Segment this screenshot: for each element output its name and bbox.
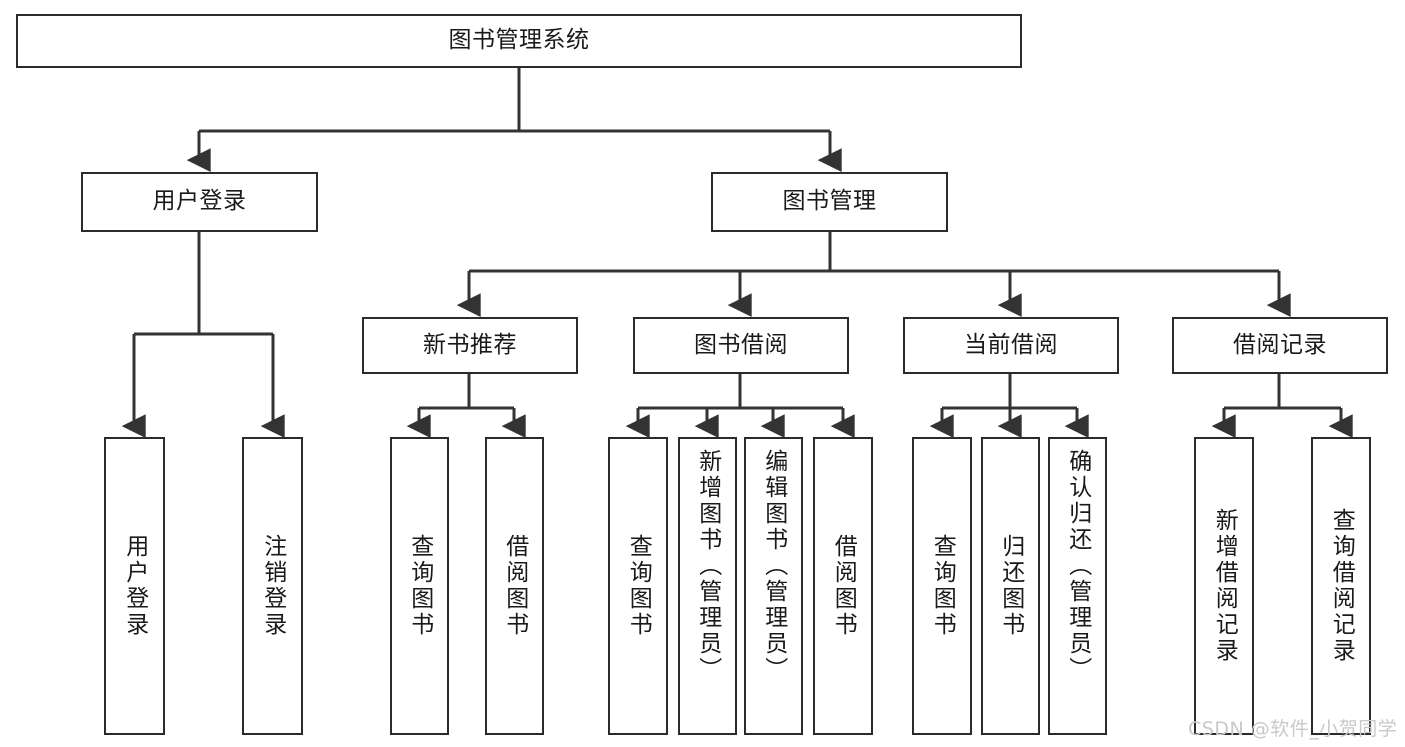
node-label: 图书借阅 — [694, 331, 788, 358]
node-book-management[interactable]: 图书管理 — [711, 172, 948, 232]
leaf-confirm-return-admin[interactable]: 确认归还（管理员） — [1048, 437, 1107, 735]
node-book-borrow[interactable]: 图书借阅 — [633, 317, 849, 374]
node-label: 查询图书 — [625, 534, 652, 638]
leaf-edit-book-admin[interactable]: 编辑图书（管理员） — [744, 437, 803, 735]
node-root-book-management-system[interactable]: 图书管理系统 — [16, 14, 1022, 68]
leaf-query-book-new-recommend[interactable]: 查询图书 — [390, 437, 449, 735]
node-label: 借阅图书 — [830, 534, 857, 638]
leaf-query-book-current[interactable]: 查询图书 — [912, 437, 972, 735]
node-label: 图书管理系统 — [448, 27, 590, 54]
node-new-book-recommend[interactable]: 新书推荐 — [362, 317, 578, 374]
node-label: 用户登录 — [121, 534, 148, 638]
node-label: 借阅记录 — [1233, 331, 1327, 358]
node-label: 注销登录 — [259, 534, 286, 638]
node-label: 借阅图书 — [501, 534, 528, 638]
node-label: 归还图书 — [997, 534, 1024, 638]
node-label: 查询图书 — [929, 534, 956, 638]
node-label: 图书管理 — [782, 188, 877, 215]
leaf-return-book[interactable]: 归还图书 — [981, 437, 1040, 735]
leaf-borrow-book-new-recommend[interactable]: 借阅图书 — [485, 437, 544, 735]
leaf-query-borrow-record[interactable]: 查询借阅记录 — [1311, 437, 1371, 735]
node-label: 确认归还（管理员） — [1064, 449, 1091, 683]
leaf-user-logout[interactable]: 注销登录 — [242, 437, 303, 735]
node-label: 用户登录 — [152, 188, 247, 215]
node-label: 新书推荐 — [423, 331, 517, 358]
leaf-borrow-book-borrow[interactable]: 借阅图书 — [813, 437, 873, 735]
leaf-add-borrow-record[interactable]: 新增借阅记录 — [1194, 437, 1254, 735]
leaf-query-book-borrow[interactable]: 查询图书 — [608, 437, 668, 735]
csdn-watermark: CSDN @软件_小贺同学 — [1188, 718, 1398, 740]
node-label: 查询图书 — [406, 534, 433, 638]
node-label: 当前借阅 — [964, 331, 1058, 358]
node-user-login[interactable]: 用户登录 — [81, 172, 318, 232]
node-label: 新增图书（管理员） — [694, 449, 721, 683]
node-current-borrow[interactable]: 当前借阅 — [903, 317, 1119, 374]
node-label: 编辑图书（管理员） — [760, 449, 787, 683]
node-borrow-record[interactable]: 借阅记录 — [1172, 317, 1388, 374]
leaf-add-book-admin[interactable]: 新增图书（管理员） — [678, 437, 737, 735]
node-label: 查询借阅记录 — [1328, 508, 1355, 664]
leaf-user-login[interactable]: 用户登录 — [104, 437, 165, 735]
node-label: 新增借阅记录 — [1211, 508, 1238, 664]
